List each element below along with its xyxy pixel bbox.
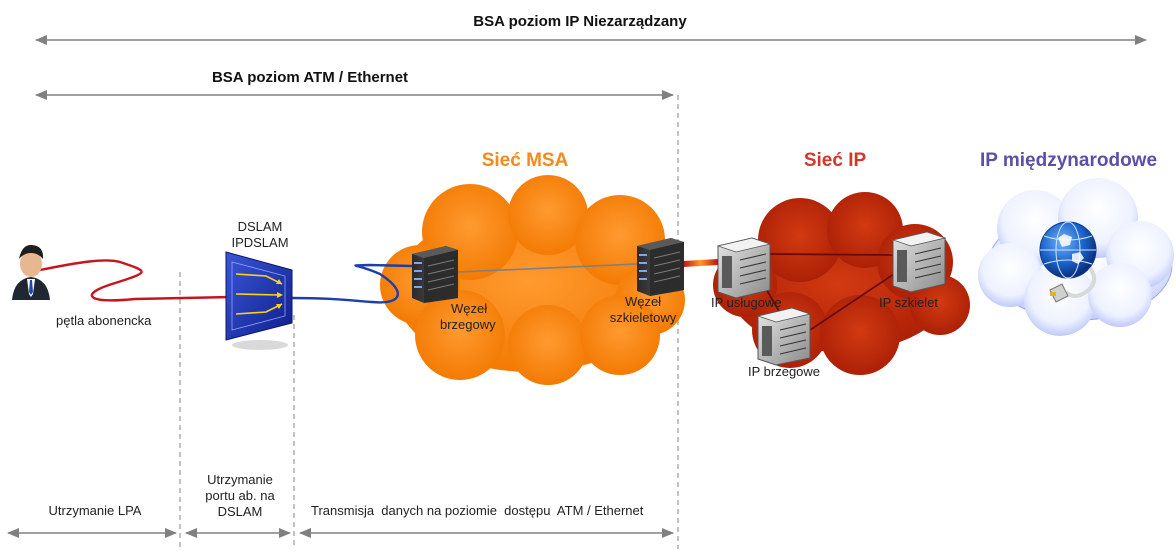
ip-service-backbone-link: [769, 253, 894, 256]
edge-node-label-line2: brzegowy: [440, 317, 496, 332]
core-node-label-line2: szkieletowy: [609, 310, 677, 325]
segment-lpa-label: Utrzymanie LPA: [48, 503, 142, 518]
core-node-server-icon: [637, 238, 684, 296]
msa-internal-link: [457, 263, 638, 273]
ip-edge-label: IP brzegowe: [748, 364, 821, 379]
ip-edge-backbone-link: [809, 269, 901, 331]
international-cloud: [978, 178, 1174, 336]
globe-icon: [1039, 221, 1097, 303]
edge-node-label-line1: Węzeł: [451, 301, 488, 316]
dslam-uplink-blue: [291, 263, 413, 304]
dslam-label-line2: IPDSLAM: [231, 235, 289, 250]
edge-node-server-icon: [412, 246, 458, 303]
ip-unmanaged-span-label: BSA poziom IP Niezarządzany: [473, 13, 687, 30]
atm-ethernet-span-label: BSA poziom ATM / Ethernet: [211, 69, 409, 86]
ip-service-router-icon: [716, 237, 772, 299]
ip-service-label: IP usługowe: [711, 295, 782, 310]
segment-transmission-label: Transmisja danych na poziomie dostępu AT…: [311, 503, 644, 518]
user-icon: [12, 244, 50, 300]
msa-network-title: Sieć MSA: [481, 150, 569, 171]
segment-port-label-line2: portu ab. na: [205, 488, 275, 503]
dslam-icon: [225, 251, 293, 350]
subscriber-loop-red: [39, 259, 233, 302]
segment-port-label-line3: DSLAM: [217, 504, 263, 519]
core-to-ip-link: [682, 259, 719, 267]
ip-network-title: Sieć IP: [803, 150, 867, 171]
core-node-label-line1: Węzeł: [624, 294, 662, 309]
ip-backbone-label: IP szkielet: [879, 295, 939, 310]
segment-port-label-line1: Utrzymanie: [207, 472, 273, 487]
ip-backbone-router-icon: [891, 231, 947, 293]
dslam-label-line1: DSLAM: [237, 219, 283, 234]
international-ip-title: IP międzynarodowe: [980, 150, 1158, 171]
ip-edge-router-icon: [756, 307, 812, 366]
subscriber-loop-label: pętla abonencka: [56, 313, 152, 328]
